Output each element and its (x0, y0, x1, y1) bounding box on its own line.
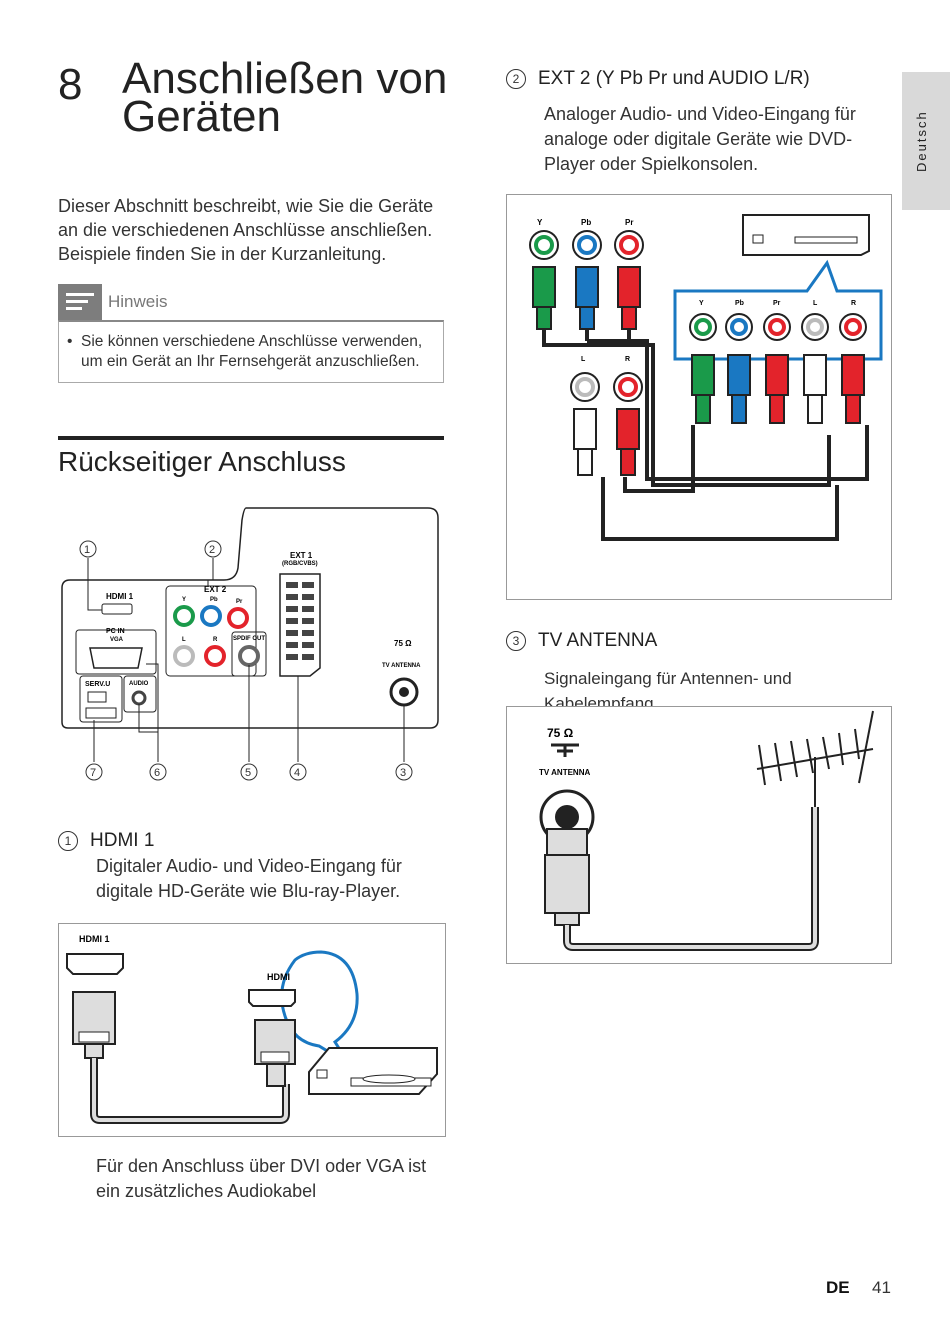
item-2-number: 2 (506, 69, 526, 89)
hdmi-callout-bubble (280, 950, 359, 1066)
note-text: Sie können verschiedene Anschlüsse verwe… (81, 333, 423, 370)
item-1-title: HDMI 1 (90, 830, 155, 851)
dev-pb-label: Pb (735, 300, 744, 307)
note-body: • Sie können verschiedene Anschlüsse ver… (58, 320, 444, 383)
dev-l-label: L (813, 300, 818, 307)
pcin-label: PC IN (106, 628, 125, 635)
callout-5: 5 (245, 767, 251, 779)
audio-r-jack-icon (204, 645, 226, 667)
item-antenna: 3 TV ANTENNA Signaleingang für Antennen-… (506, 630, 892, 716)
audio-l-jack-icon (173, 645, 195, 667)
pb-jack-icon (200, 605, 222, 627)
ext1-label: EXT 1 (290, 551, 313, 560)
y-label: Y (182, 597, 186, 603)
r-label: R (213, 637, 218, 643)
ext2-label: EXT 2 (204, 585, 227, 594)
section-title: Rückseitiger Anschluss (58, 446, 346, 477)
fig2-y-label: Y (537, 218, 543, 227)
note-box: Hinweis • Sie können verschiedene Anschl… (58, 284, 444, 383)
note-header: Hinweis (58, 284, 444, 320)
intro-paragraph: Dieser Abschnitt beschreibt, wie Sie die… (58, 196, 434, 264)
dev-pr-label: Pr (773, 300, 781, 307)
footer-language: DE (826, 1278, 850, 1297)
hdmi-tv-port-icon (66, 953, 124, 975)
tv-r-label: R (625, 356, 630, 363)
spdif-jack-icon (238, 645, 260, 667)
callout-3: 3 (400, 767, 406, 779)
item-ext2: 2 EXT 2 (Y Pb Pr und AUDIO L/R) Analoger… (506, 68, 886, 177)
usb-port-icon (85, 707, 117, 719)
hdmi-figure: HDMI 1 HDMI (58, 923, 446, 1137)
pr-label: Pr (236, 599, 243, 605)
item-3-title: TV ANTENNA (538, 630, 658, 651)
audio-label: AUDIO (129, 681, 149, 687)
audio-jack-icon (131, 690, 147, 706)
disc-icon (362, 1074, 416, 1084)
vga-port-icon (89, 647, 143, 669)
rear-panel-diagram: HDMI 1 EXT 2 Y Pb Pr L R SPDIF OUT PC IN… (61, 507, 439, 781)
fig2-pb-label: Pb (581, 218, 591, 227)
callout-2: 2 (209, 544, 215, 556)
servu-label: SERV.U (85, 681, 110, 688)
ext2-callout-bubble (673, 259, 883, 361)
hdmi1-label: HDMI 1 (106, 592, 134, 601)
ext2-box (165, 585, 257, 677)
hdmi-port-icon (101, 603, 133, 615)
footer-page-number: 41 (872, 1278, 891, 1297)
item-hdmi1: 1 HDMI 1 Digitaler Audio- und Video-Eing… (58, 830, 448, 904)
item-1-number: 1 (58, 831, 78, 851)
antenna-fig-label: TV ANTENNA (539, 768, 590, 777)
pr-jack-icon (227, 607, 249, 629)
spdif-label: SPDIF OUT (233, 636, 265, 642)
dev-y-label: Y (699, 300, 704, 307)
item-3-number: 3 (506, 631, 526, 651)
vga-label: VGA (110, 637, 124, 643)
callout-7: 7 (90, 767, 96, 779)
section-rule (58, 436, 444, 440)
item-2-title: EXT 2 (Y Pb Pr und AUDIO L/R) (538, 68, 810, 89)
antenna-plug-icon (544, 854, 590, 914)
dev-r-label: R (851, 300, 856, 307)
callout-6: 6 (154, 767, 160, 779)
hdmi-fig-tv-label: HDMI 1 (79, 934, 110, 944)
item-1-desc: Digitaler Audio- und Video-Eingang für d… (96, 856, 402, 901)
bluray-player-icon (308, 1047, 438, 1095)
y-jack-icon (173, 605, 195, 627)
note-icon (58, 284, 102, 320)
item-2-desc: Analoger Audio- und Video-Eingang für an… (544, 104, 856, 174)
language-side-tab: Deutsch (902, 72, 950, 210)
scart-port-icon (279, 573, 321, 677)
ohm-label: 75 Ω (394, 639, 412, 648)
antenna-label: TV ANTENNA (382, 663, 421, 669)
antenna-fig-ohm: 75 Ω (547, 726, 574, 740)
fig2-pr-label: Pr (625, 218, 633, 227)
callout-1: 1 (84, 544, 90, 556)
chapter-number: 8 (58, 60, 83, 109)
side-tab-label: Deutsch (914, 110, 929, 172)
ext2-figure: Y Pb Pr Y Pb Pr L (506, 194, 892, 600)
bullet-icon: • (67, 333, 73, 350)
tv-l-label: L (581, 356, 586, 363)
pb-label: Pb (210, 597, 218, 603)
l-label: L (182, 637, 186, 643)
hdmi-footnote: Für den Anschluss über DVI oder VGA ist … (96, 1156, 427, 1201)
servu-port-icon (87, 691, 107, 703)
antenna-figure: 75 Ω TV ANTENNA (506, 706, 892, 964)
ext1-sub-label: (RGB/CVBS) (282, 561, 318, 567)
chapter-title: Anschließen von Geräten (122, 54, 448, 141)
dvd-player-icon (742, 214, 870, 256)
note-label: Hinweis (108, 292, 168, 311)
hdmi-fig-dev-label: HDMI (267, 972, 290, 982)
callout-4: 4 (294, 767, 300, 779)
antenna-icon (756, 710, 874, 807)
